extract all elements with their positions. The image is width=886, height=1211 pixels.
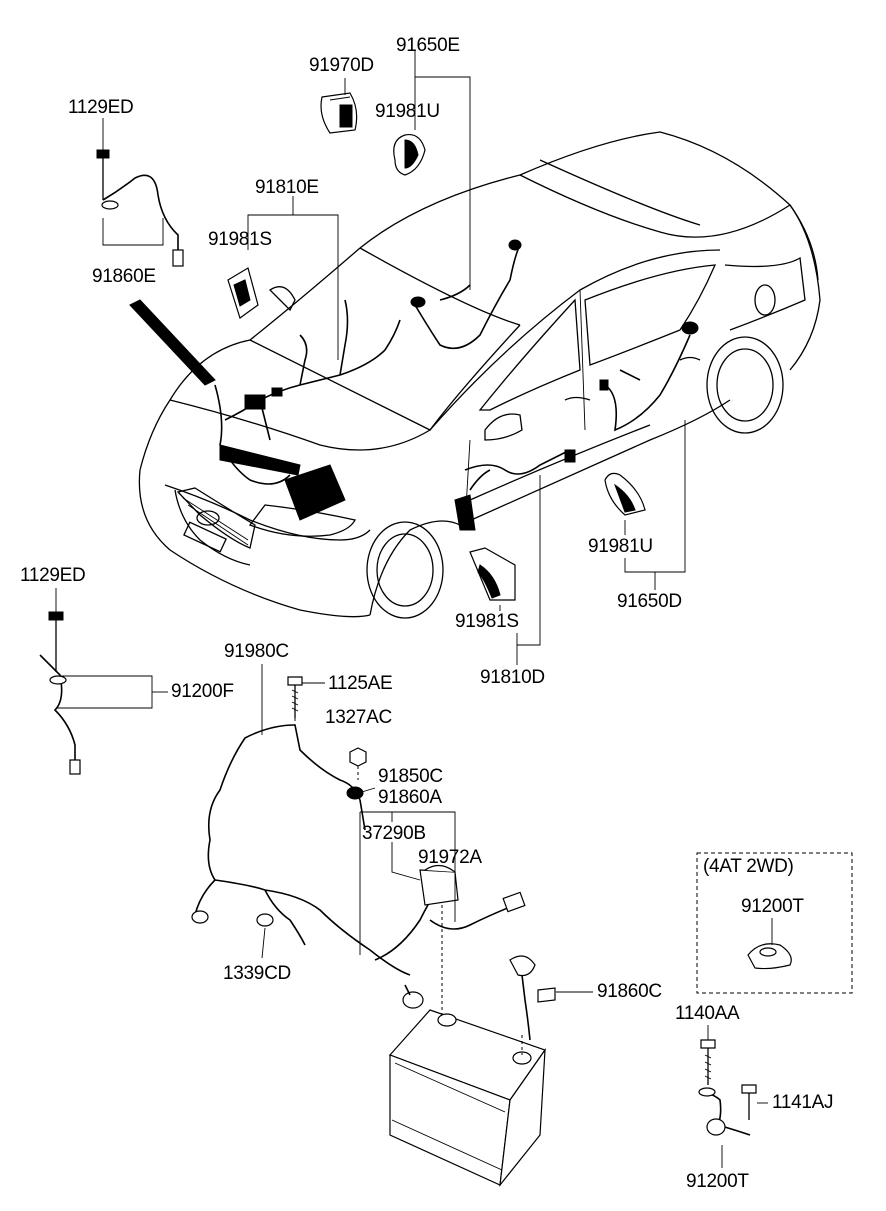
label-91981U-right: 91981U [588, 536, 653, 557]
label-91981S-mid: 91981S [455, 611, 519, 632]
cable-91200F [39, 611, 81, 775]
label-91860C: 91860C [597, 981, 662, 1002]
label-37290B: 37290B [362, 823, 426, 844]
label-91200F: 91200F [171, 681, 234, 702]
label-91972A: 91972A [418, 847, 482, 868]
cable-91200T-bottom [698, 1039, 757, 1136]
label-91860E: 91860E [92, 266, 156, 287]
variant-box-caption: (4AT 2WD) [703, 856, 794, 877]
label-1125AE: 1125AE [328, 673, 393, 694]
cable-91200T-box [747, 943, 792, 970]
bolt-1125AE [287, 676, 303, 725]
label-91850C: 91850C [378, 766, 443, 787]
car-harnesses [129, 239, 699, 531]
label-91980C: 91980C [224, 641, 289, 662]
grommet-91981U-top [393, 133, 426, 176]
label-91200T-box: 91200T [741, 896, 804, 917]
label-91650E: 91650E [396, 35, 460, 56]
grommet-91981U-right [604, 472, 646, 516]
grommet-91970D [320, 92, 358, 134]
label-1129ED-top: 1129ED [68, 97, 134, 118]
clip-1339CD [256, 913, 274, 927]
label-91810D: 91810D [480, 667, 545, 688]
battery [388, 1009, 546, 1188]
label-91860A: 91860A [378, 787, 442, 808]
car-body-outline [138, 131, 821, 619]
label-1339CD: 1339CD [223, 963, 291, 984]
label-91200T-bottom: 91200T [686, 1171, 749, 1192]
label-1141AJ: 1141AJ [772, 1092, 834, 1113]
cable-91860C [509, 955, 556, 1055]
label-1140AA: 1140AA [675, 1003, 740, 1024]
cable-91860E [96, 149, 184, 267]
grommet-91981S-top [227, 267, 259, 319]
label-1129ED-mid: 1129ED [20, 565, 86, 586]
label-91650D: 91650D [617, 591, 682, 612]
label-1327AC: 1327AC [325, 707, 392, 728]
label-91981S-top: 91981S [208, 229, 272, 250]
leader-lines [55, 50, 773, 1168]
label-91981U-top: 91981U [375, 101, 440, 122]
label-91970D: 91970D [309, 55, 374, 76]
variant-box [696, 852, 853, 994]
grommet-91981S-mid [469, 547, 516, 601]
label-91810E: 91810E [255, 177, 319, 198]
main-harness-91980C [191, 724, 526, 1020]
nut-1327AC [349, 747, 367, 780]
